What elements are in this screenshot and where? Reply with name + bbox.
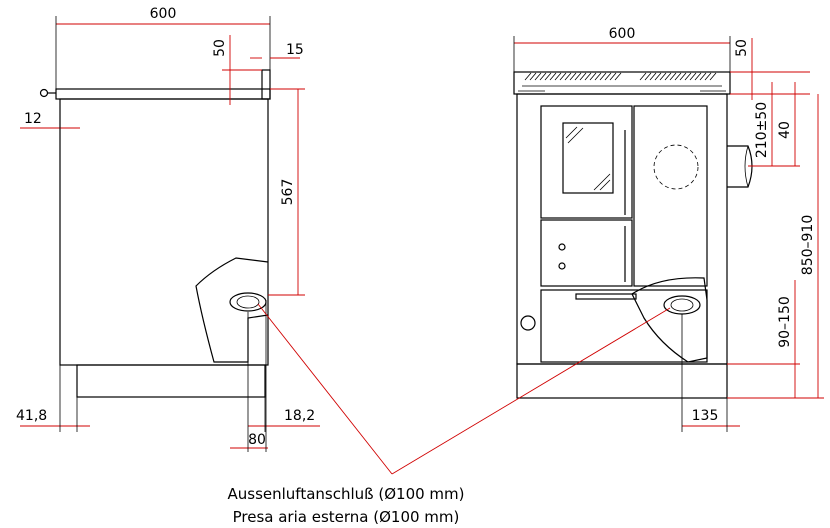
side-base-right-label: 18,2 bbox=[284, 408, 315, 424]
side-view: 600 50 15 12 567 41,8 18,2 80 bbox=[16, 6, 320, 452]
front-total-height-label: 850–910 bbox=[800, 215, 816, 275]
front-control-dot bbox=[558, 262, 566, 270]
front-top-grill bbox=[518, 72, 726, 92]
side-rail-knob bbox=[39, 88, 49, 98]
front-top-height-label: 50 bbox=[734, 39, 750, 57]
side-body bbox=[59, 98, 269, 366]
caption-line-2: Presa aria esterna (Ø100 mm) bbox=[233, 508, 460, 526]
front-outlet-offset-label: 40 bbox=[777, 121, 793, 139]
front-knob bbox=[520, 315, 536, 331]
front-plinth bbox=[516, 363, 728, 399]
front-body bbox=[516, 93, 728, 365]
front-firebox-door bbox=[633, 105, 708, 287]
side-width-label: 600 bbox=[150, 6, 177, 22]
side-dimension-lines bbox=[20, 16, 320, 452]
side-top-height-label: 50 bbox=[212, 39, 228, 57]
side-backsplash bbox=[261, 69, 271, 100]
leader-lines bbox=[257, 303, 671, 475]
front-oven-window bbox=[562, 122, 614, 194]
front-top-plate bbox=[513, 71, 731, 95]
side-left-offset-label: 12 bbox=[24, 111, 42, 127]
front-pipe-housing bbox=[631, 277, 708, 363]
front-connector-offset-label: 135 bbox=[692, 408, 719, 424]
front-flue-outlet bbox=[727, 145, 753, 188]
side-base-left-label: 41,8 bbox=[16, 408, 47, 424]
front-view: 600 50 210±50 40 850–910 90–150 135 bbox=[513, 26, 824, 432]
side-base bbox=[76, 364, 266, 398]
side-height-label: 567 bbox=[280, 179, 296, 206]
front-flue-dashed-circle bbox=[653, 144, 699, 190]
side-top-overhang-label: 15 bbox=[286, 42, 304, 58]
side-pipe-width-label: 80 bbox=[248, 432, 266, 448]
front-width-label: 600 bbox=[609, 26, 636, 42]
side-worktop bbox=[55, 88, 271, 100]
front-feet-range-label: 90–150 bbox=[777, 296, 793, 348]
front-control-dot bbox=[558, 243, 566, 251]
front-dimension-lines bbox=[513, 36, 824, 432]
front-drawer-handle bbox=[575, 293, 637, 300]
front-oven-door bbox=[540, 105, 633, 219]
caption-line-1: Aussenluftanschluß (Ø100 mm) bbox=[228, 485, 465, 503]
front-outlet-range-label: 210±50 bbox=[754, 102, 770, 158]
front-lower-door bbox=[540, 219, 633, 287]
side-pipe-housing bbox=[195, 257, 269, 363]
